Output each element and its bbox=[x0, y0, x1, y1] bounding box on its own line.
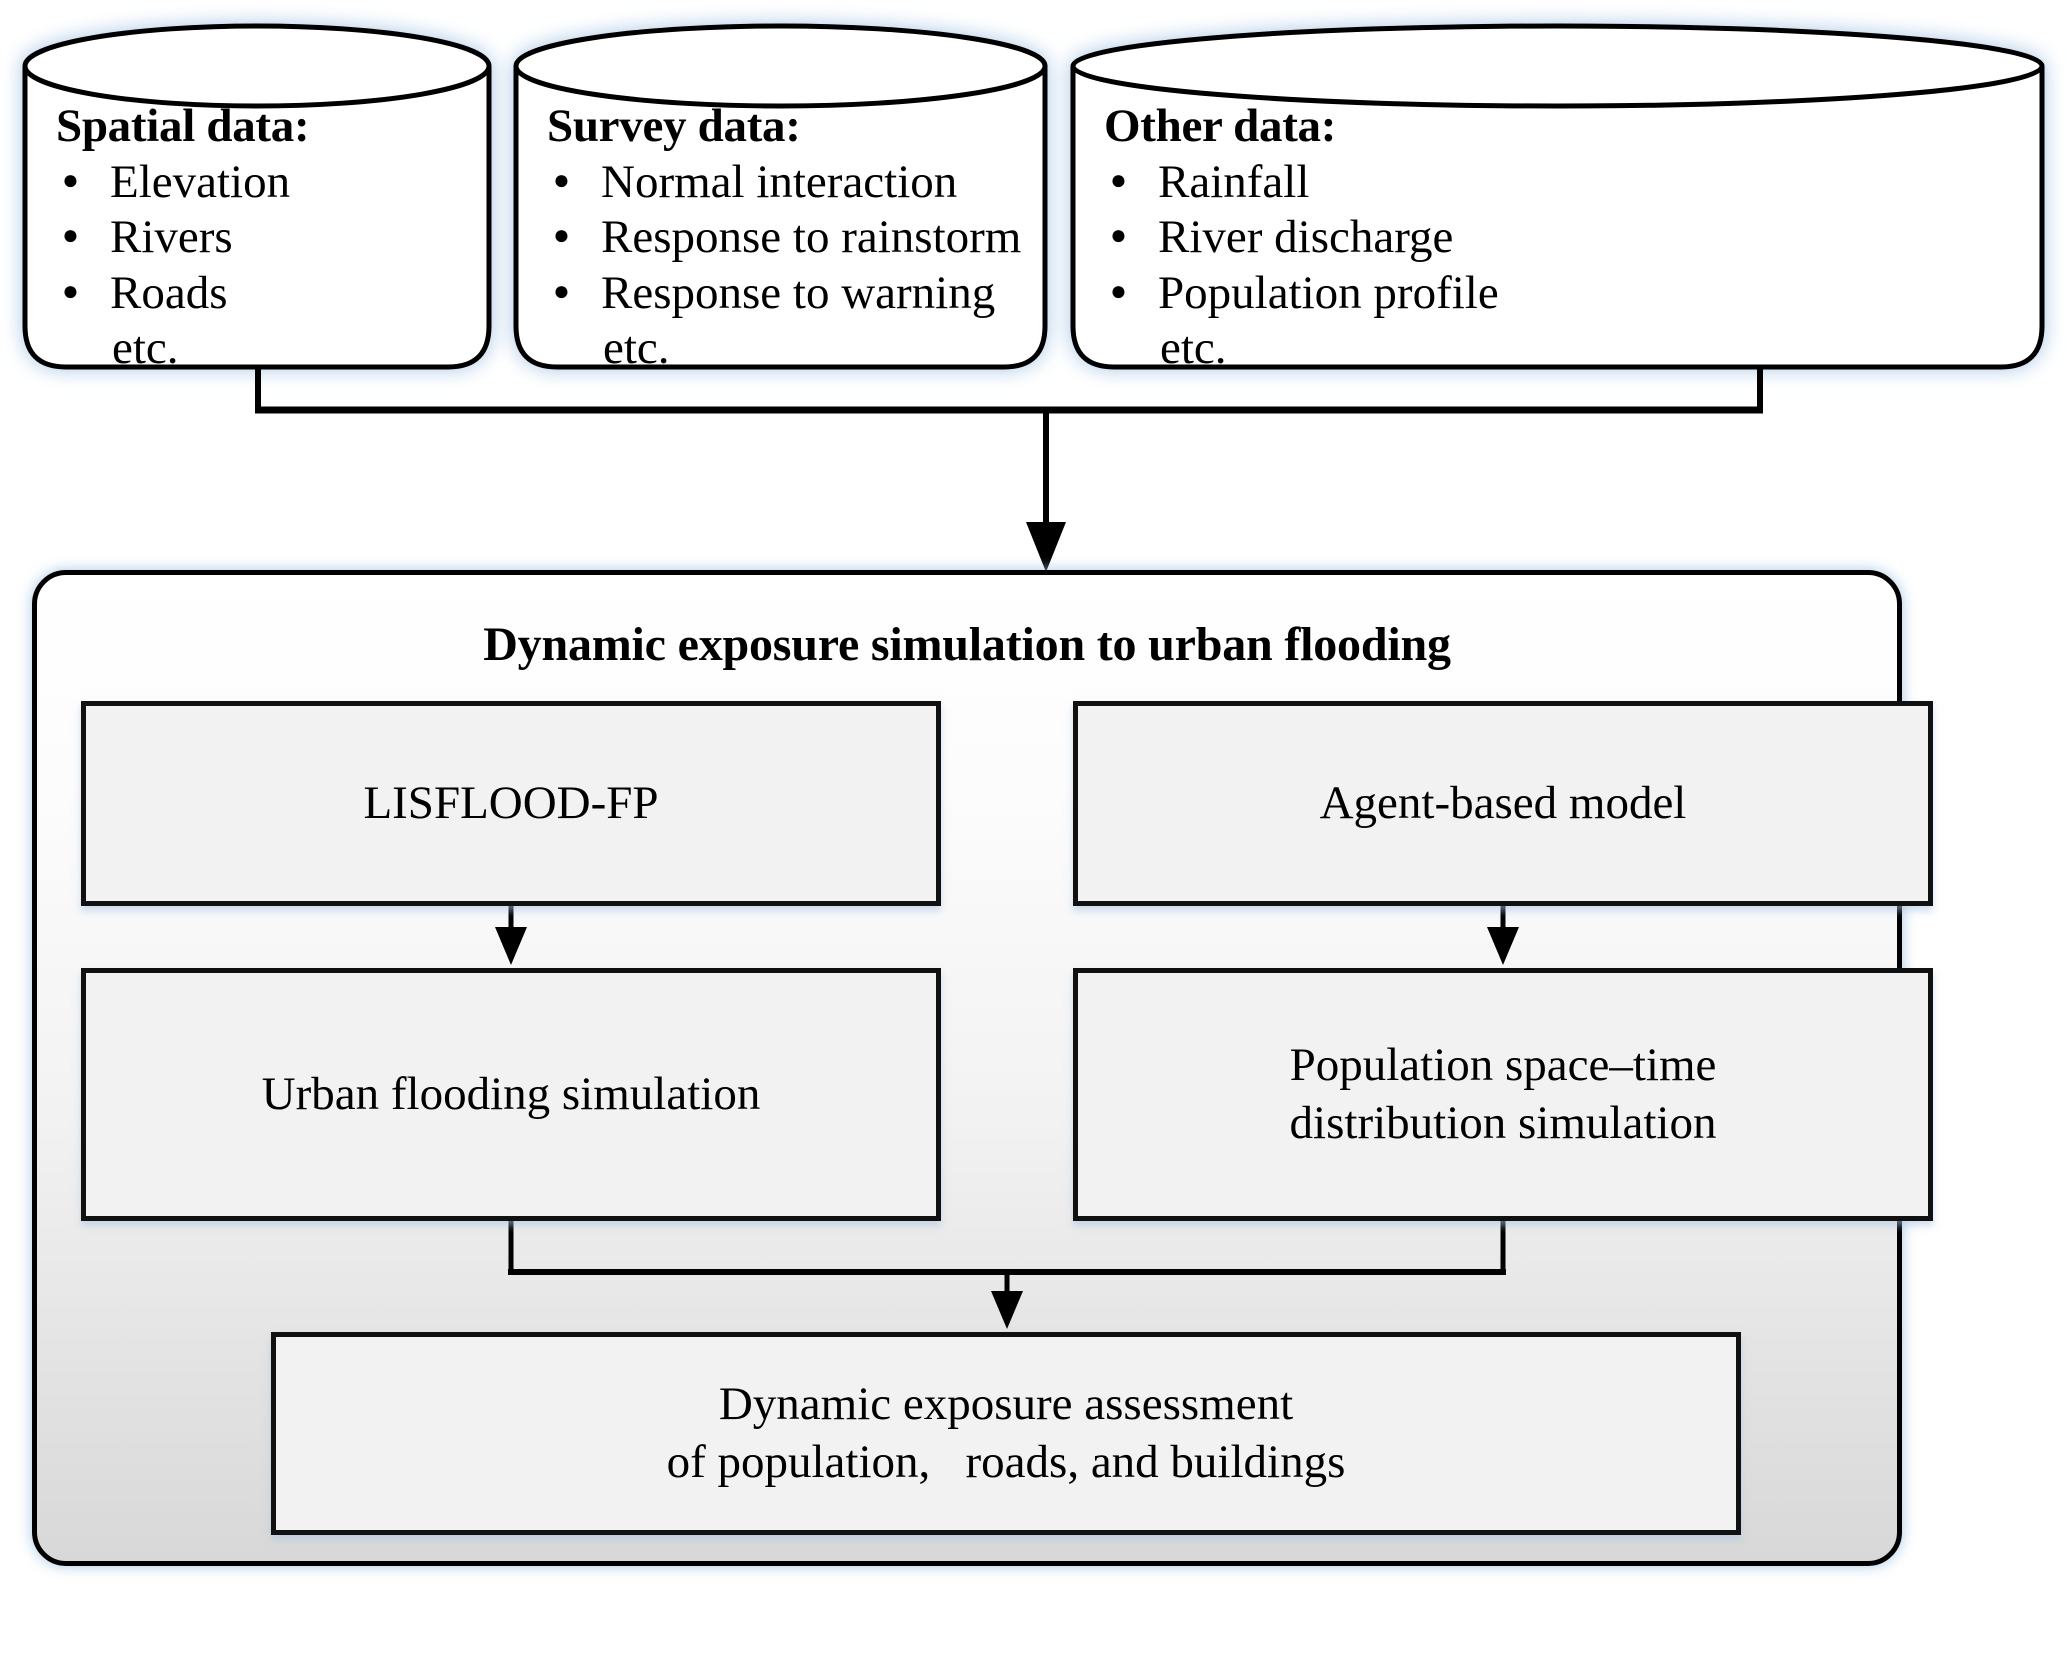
list-item: River discharge bbox=[1104, 209, 2045, 265]
box-label: Urban flooding simulation bbox=[261, 1067, 761, 1120]
box-lisflood-fp[interactable]: LISFLOOD-FP bbox=[81, 701, 941, 906]
panel-connectors bbox=[495, 906, 1519, 1329]
box-label-wrapper: Dynamic exposure assessment of populatio… bbox=[667, 1376, 1346, 1491]
cylinder-list-spatial: Elevation Rivers Roads bbox=[56, 154, 492, 321]
list-item: Response to rainstorm bbox=[547, 209, 1048, 265]
box-agent-based-model[interactable]: Agent-based model bbox=[1073, 701, 1933, 906]
box-label-line2: distribution simulation bbox=[1289, 1096, 1717, 1149]
framework-title: Dynamic exposure simulation to urban flo… bbox=[483, 618, 1451, 671]
list-item: Rivers bbox=[56, 209, 492, 265]
box-population-space-time-simulation[interactable]: Population space–time distribution simul… bbox=[1073, 968, 1933, 1221]
connector-datasources-to-panel bbox=[255, 368, 1763, 572]
cylinder-list-survey: Normal interaction Response to rainstorm… bbox=[547, 154, 1048, 321]
cylinder-etc-other: etc. bbox=[1160, 321, 1227, 374]
list-item: Response to warning bbox=[547, 265, 1048, 321]
list-item: Normal interaction bbox=[547, 154, 1048, 210]
list-item: Elevation bbox=[56, 154, 492, 210]
data-source-cylinder-spatial: Spatial data: Elevation Rivers Roads etc… bbox=[22, 22, 492, 374]
box-label-line1: Population space–time bbox=[1289, 1039, 1717, 1092]
list-item: Rainfall bbox=[1104, 154, 2045, 210]
cylinder-title-survey: Survey data: bbox=[547, 100, 801, 152]
framework-panel: Dynamic exposure simulation to urban flo… bbox=[32, 570, 1933, 1566]
cylinder-title-spatial: Spatial data: bbox=[56, 100, 310, 152]
cylinder-list-other: Rainfall River discharge Population prof… bbox=[1104, 154, 2045, 321]
box-label-wrapper: Population space–time distribution simul… bbox=[1290, 1037, 1717, 1152]
box-label-line2: of population, roads, and buildings bbox=[666, 1435, 1346, 1488]
cylinder-etc-survey: etc. bbox=[603, 321, 670, 374]
box-label: Agent-based model bbox=[1319, 776, 1687, 829]
box-dynamic-exposure-assessment[interactable]: Dynamic exposure assessment of populatio… bbox=[271, 1332, 1741, 1535]
cylinder-etc-spatial: etc. bbox=[112, 321, 179, 374]
box-urban-flooding-simulation[interactable]: Urban flooding simulation bbox=[81, 968, 941, 1221]
data-source-cylinder-other: Other data: Rainfall River discharge Pop… bbox=[1070, 22, 2045, 374]
box-label-line1: Dynamic exposure assessment bbox=[718, 1378, 1294, 1431]
list-item: Roads bbox=[56, 265, 492, 321]
list-item: Population profile bbox=[1104, 265, 2045, 321]
data-source-cylinder-survey: Survey data: Normal interaction Response… bbox=[513, 22, 1048, 374]
box-label: LISFLOOD-FP bbox=[363, 776, 659, 829]
cylinder-title-other: Other data: bbox=[1104, 100, 1337, 152]
